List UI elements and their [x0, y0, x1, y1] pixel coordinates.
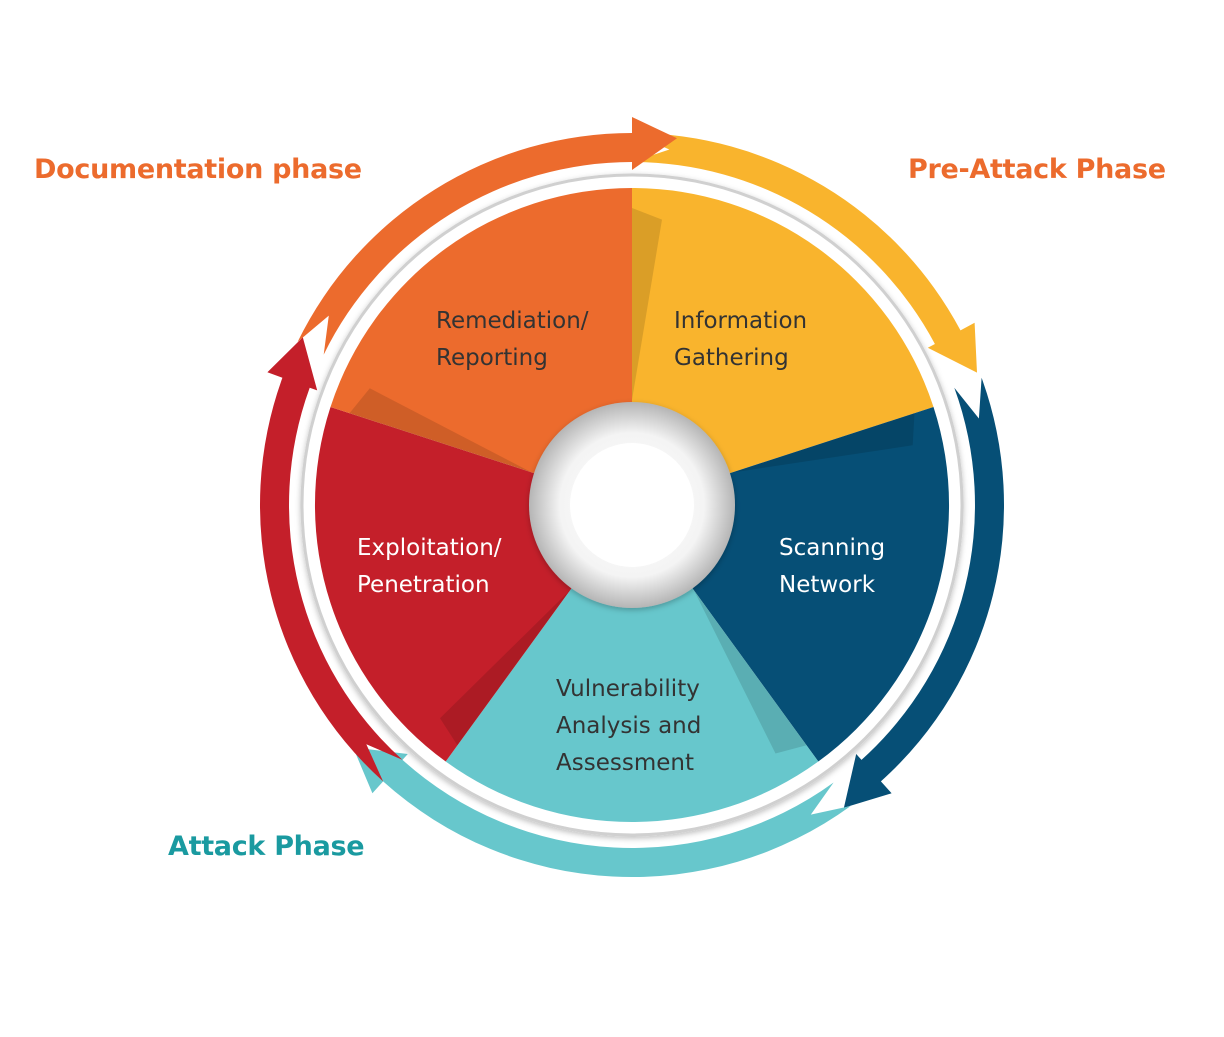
- segment-label-line: Exploitation/: [357, 535, 502, 561]
- segment-label-line: Scanning: [779, 535, 885, 561]
- segment-label-exploitation-penetration: Exploitation/Penetration: [357, 535, 502, 598]
- segment-fold-shadow: [731, 413, 915, 473]
- segment-label-line: Reporting: [436, 345, 548, 371]
- segment-fold-shadow: [440, 589, 571, 746]
- segment-remediation-reporting: [330, 188, 632, 476]
- segment-fold-shadow: [693, 589, 807, 754]
- segment-fold-shadow: [349, 388, 533, 473]
- segment-fold-shadow: [632, 208, 662, 400]
- segment-label-line: Penetration: [357, 572, 490, 598]
- pre-attack-phase-title: Pre-Attack Phase: [908, 154, 1166, 185]
- pre-attack-arrow: [632, 133, 977, 373]
- segment-label-line: Analysis and: [556, 713, 701, 739]
- documentation-phase-title: Documentation phase: [34, 154, 362, 185]
- exploitation-arrow: [260, 337, 403, 782]
- attack-phase-title: Attack Phase: [168, 831, 365, 862]
- segment-information-gathering: [632, 188, 934, 476]
- attack-arrow: [353, 747, 851, 878]
- segment-label-line: Assessment: [556, 750, 694, 776]
- documentation-arrow: [297, 117, 677, 355]
- segment-label-line: Vulnerability: [556, 676, 700, 702]
- segment-label-line: Gathering: [674, 345, 789, 371]
- segment-exploitation-penetration: [314, 407, 577, 762]
- segment-vulnerability-analysis: [445, 581, 819, 823]
- segment-label-line: Information: [674, 308, 807, 334]
- segment-scanning-network: [687, 407, 950, 762]
- segment-label-line: Remediation/: [436, 308, 589, 334]
- segment-label-remediation-reporting: Remediation/Reporting: [436, 308, 589, 371]
- segment-label-line: Network: [779, 572, 876, 598]
- scanning-arrow: [843, 377, 1004, 808]
